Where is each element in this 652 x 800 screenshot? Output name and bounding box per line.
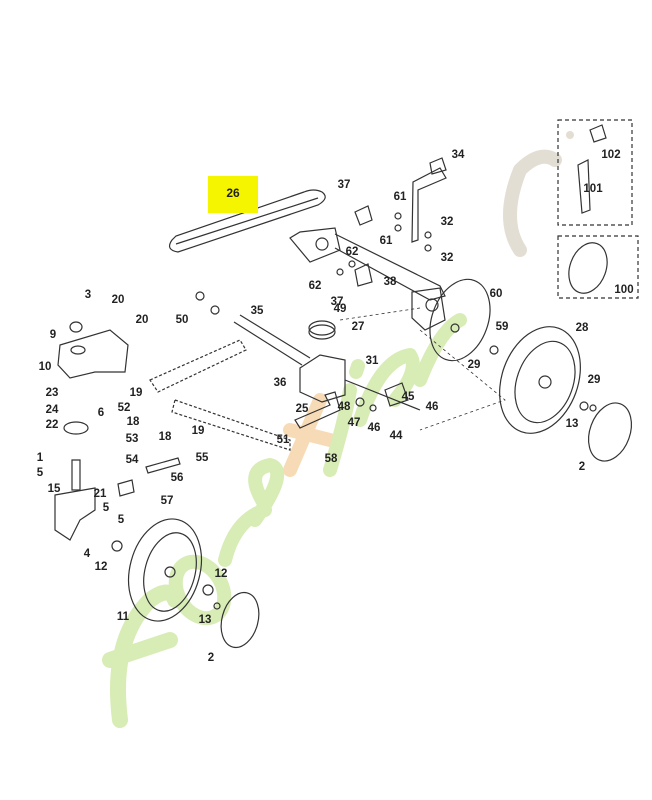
part-label-59[interactable]: 59 [495, 321, 509, 333]
part-label-12[interactable]: 12 [94, 561, 108, 573]
part-label-13[interactable]: 13 [565, 418, 579, 430]
part-label-4[interactable]: 4 [83, 548, 91, 560]
part-label-23[interactable]: 23 [45, 387, 59, 399]
part-label-45[interactable]: 45 [401, 391, 415, 403]
small-brackets [336, 157, 447, 287]
part-label-20[interactable]: 20 [135, 314, 149, 326]
part-label-61[interactable]: 61 [379, 235, 393, 247]
part-label-32[interactable]: 32 [440, 252, 454, 264]
part-label-13[interactable]: 13 [198, 614, 212, 626]
part-label-46[interactable]: 46 [425, 401, 439, 413]
part-label-5[interactable]: 5 [117, 514, 125, 526]
part-label-37[interactable]: 37 [337, 179, 351, 191]
part-label-37[interactable]: 37 [330, 296, 344, 308]
front-wheel-11 [128, 518, 202, 622]
part-label-52[interactable]: 52 [117, 402, 131, 414]
part-label-51[interactable]: 51 [276, 434, 290, 446]
part-label-61[interactable]: 61 [393, 191, 407, 203]
part-label-102[interactable]: 102 [601, 149, 621, 161]
hubcap-2-right [587, 402, 633, 462]
part-label-50[interactable]: 50 [175, 314, 189, 326]
part-label-5[interactable]: 5 [102, 502, 110, 514]
part-label-1[interactable]: 1 [36, 452, 44, 464]
part-label-28[interactable]: 28 [575, 322, 589, 334]
wheel-disc-60 [429, 278, 491, 362]
part-label-31[interactable]: 31 [365, 355, 379, 367]
part-label-49[interactable]: 49 [333, 303, 347, 315]
part-label-48[interactable]: 48 [337, 401, 351, 413]
part-label-21[interactable]: 21 [93, 488, 107, 500]
part-label-55[interactable]: 55 [195, 452, 209, 464]
part-label-2[interactable]: 2 [578, 461, 586, 473]
part-label-2[interactable]: 2 [207, 652, 215, 664]
part-label-27[interactable]: 27 [351, 321, 365, 333]
option-box-100 [557, 235, 639, 299]
part-label-54[interactable]: 54 [125, 454, 139, 466]
part-label-12[interactable]: 12 [214, 568, 228, 580]
part-label-29[interactable]: 29 [587, 374, 601, 386]
gearbox-36 [233, 314, 421, 411]
part-label-62[interactable]: 62 [345, 246, 359, 258]
part-label-29[interactable]: 29 [467, 359, 481, 371]
part-label-32[interactable]: 32 [440, 216, 454, 228]
part-label-100[interactable]: 100 [614, 284, 634, 296]
part-label-56[interactable]: 56 [170, 472, 184, 484]
part-label-35[interactable]: 35 [250, 305, 264, 317]
wheel-disc-100 [568, 242, 608, 294]
part-label-3[interactable]: 3 [84, 289, 92, 301]
watermark-logo [102, 131, 574, 728]
part-label-34[interactable]: 34 [451, 149, 465, 161]
lever-25 [294, 391, 341, 429]
part-label-46[interactable]: 46 [367, 422, 381, 434]
part-label-6[interactable]: 6 [97, 407, 105, 419]
part-label-9[interactable]: 9 [49, 329, 57, 341]
rear-wheel-28 [499, 326, 581, 434]
part-label-19[interactable]: 19 [129, 387, 143, 399]
part-label-24[interactable]: 24 [45, 404, 59, 416]
part-label-60[interactable]: 60 [489, 288, 503, 300]
part-label-15[interactable]: 15 [47, 483, 61, 495]
part-label-10[interactable]: 10 [38, 361, 52, 373]
part-label-25[interactable]: 25 [295, 403, 309, 415]
part-label-101[interactable]: 101 [583, 183, 603, 195]
cover-10 [57, 329, 129, 379]
part-label-44[interactable]: 44 [389, 430, 403, 442]
highlighted-part-26[interactable]: 26 [208, 176, 258, 213]
rear-axle-bracket-38 [289, 227, 446, 331]
part-label-20[interactable]: 20 [111, 294, 125, 306]
part-label-22[interactable]: 22 [45, 419, 59, 431]
part-label-58[interactable]: 58 [324, 453, 338, 465]
part-label-36[interactable]: 36 [273, 377, 287, 389]
swivel-15 [54, 421, 96, 541]
part-label-19[interactable]: 19 [191, 425, 205, 437]
part-label-38[interactable]: 38 [383, 276, 397, 288]
part-label-11[interactable]: 11 [116, 611, 130, 623]
part-label-18[interactable]: 18 [126, 416, 140, 428]
belt-part-26 [168, 189, 326, 253]
part-label-57[interactable]: 57 [160, 495, 174, 507]
option-box-101-102 [557, 119, 633, 226]
hubcap-2-left [220, 591, 260, 649]
part-label-53[interactable]: 53 [125, 433, 139, 445]
part-label-47[interactable]: 47 [347, 417, 361, 429]
part-label-26: 26 [226, 186, 240, 200]
part-label-18[interactable]: 18 [158, 431, 172, 443]
part-label-5[interactable]: 5 [36, 467, 44, 479]
part-label-62[interactable]: 62 [308, 280, 322, 292]
